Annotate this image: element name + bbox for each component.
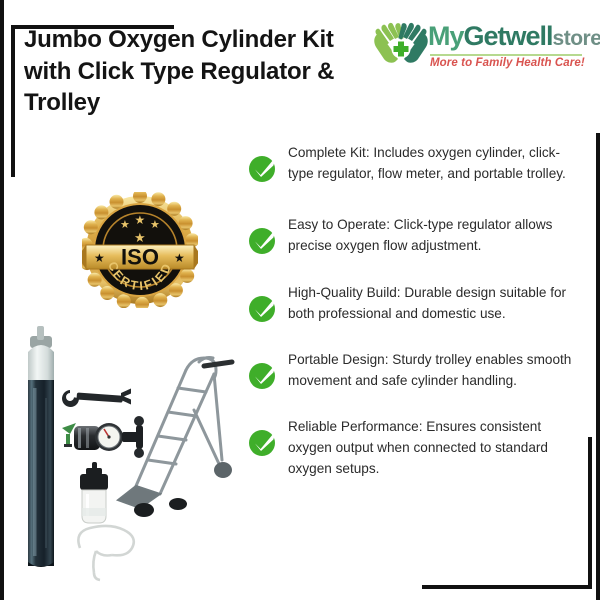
list-item: Complete Kit: Includes oxygen cylinder, … <box>248 142 584 184</box>
page-title: Jumbo Oxygen Cylinder Kit with Click Typ… <box>24 26 335 117</box>
two-hands-cradling-medical-cross-icon <box>372 20 430 68</box>
wrench <box>62 388 131 407</box>
list-item: Portable Design: Sturdy trolley enables … <box>248 349 584 391</box>
green-check-circle-icon <box>248 293 278 323</box>
feature-text: Reliable Performance: Ensures consistent… <box>288 418 548 476</box>
svg-text:★: ★ <box>135 213 146 227</box>
svg-text:★: ★ <box>134 231 146 246</box>
brand-underline-rule <box>430 54 582 56</box>
corner-bracket-top-left-horizontal <box>11 25 174 29</box>
badge-ribbon <box>82 244 198 270</box>
brand-logo: MyGetwellstore® More to Family Health Ca… <box>372 16 600 80</box>
green-check-circle-icon <box>248 427 278 457</box>
brand-word-my: My <box>428 21 465 51</box>
brand-word-getwell: Getwell <box>463 21 554 51</box>
corner-bracket-bottom-right-vertical <box>588 437 592 589</box>
svg-text:★: ★ <box>174 251 185 265</box>
trolley-wheels <box>134 462 232 517</box>
badge-primary-text: ISO <box>121 245 159 270</box>
humidifier-bottle <box>80 462 108 524</box>
badge-top-stars: ★ ★ ★ ★ <box>120 213 160 246</box>
badge-ribbon-stars: ★ ★ <box>94 251 185 265</box>
list-item: High-Quality Build: Durable design suita… <box>248 282 584 324</box>
brand-tagline: More to Family Health Care! <box>430 57 585 69</box>
list-item: Reliable Performance: Ensures consistent… <box>248 416 584 479</box>
brand-wordmark: MyGetwellstore® <box>428 21 600 52</box>
feature-list: Complete Kit: Includes oxygen cylinder, … <box>248 142 584 479</box>
corner-bracket-bottom-right-horizontal <box>422 585 592 589</box>
iso-certified-badge: ★ ★ ★ ★ ★ ★ ISO CERTIFIED <box>78 189 200 311</box>
green-check-circle-icon <box>248 153 278 183</box>
oxygen-cylinder <box>28 326 54 567</box>
feature-text: Complete Kit: Includes oxygen cylinder, … <box>288 145 566 182</box>
list-item: Easy to Operate: Click-type regulator al… <box>248 214 584 256</box>
feature-text: High-Quality Build: Durable design suita… <box>288 285 567 322</box>
feature-text: Portable Design: Sturdy trolley enables … <box>288 352 572 389</box>
svg-text:★: ★ <box>150 218 160 231</box>
corner-bracket-top-left-vertical <box>11 25 15 177</box>
oxygen-tubing <box>77 524 136 582</box>
frame-right-border <box>596 133 600 600</box>
product-image-group <box>8 318 258 600</box>
svg-text:★: ★ <box>94 251 105 265</box>
brand-word-store: store <box>552 27 600 50</box>
frame-left-border <box>0 0 4 600</box>
feature-text: Easy to Operate: Click-type regulator al… <box>288 217 553 254</box>
svg-text:★: ★ <box>120 218 130 231</box>
green-check-circle-icon <box>248 360 278 390</box>
click-type-regulator-with-gauge <box>62 416 144 458</box>
green-check-circle-icon <box>248 225 278 255</box>
trolley <box>115 356 235 510</box>
